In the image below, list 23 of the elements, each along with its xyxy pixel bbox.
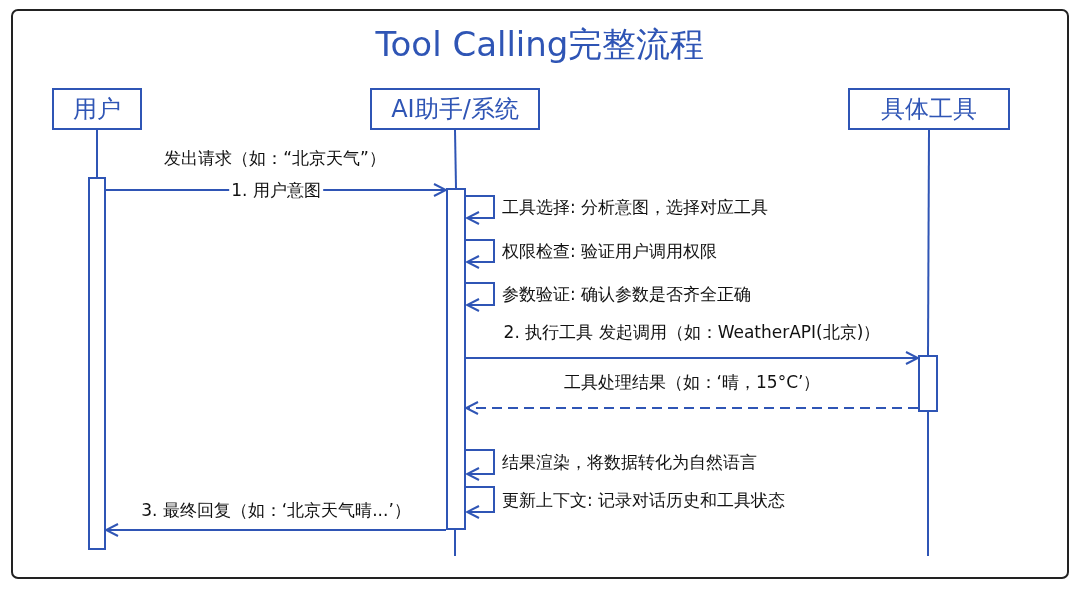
- message-arrow: [465, 401, 919, 415]
- activation-bar: [88, 177, 106, 550]
- participant-box: AI助手/系统: [370, 88, 540, 130]
- self-message-arrow: [465, 486, 495, 519]
- self-message-arrow: [465, 195, 495, 225]
- participant-box: 用户: [52, 88, 142, 130]
- self-message-arrow: [465, 282, 495, 312]
- edge-label: 权限检查: 验证用户调用权限: [500, 240, 720, 262]
- activation-bar: [918, 355, 938, 412]
- edge-label: 工具选择: 分析意图，选择对应工具: [500, 196, 771, 218]
- lifeline: [454, 129, 457, 189]
- activation-bar: [446, 188, 466, 530]
- edge-label: 1. 用户意图: [229, 179, 323, 201]
- edge-label: 结果渲染，将数据转化为自然语言: [500, 451, 759, 473]
- self-message-arrow: [465, 449, 495, 481]
- lifeline: [96, 129, 98, 178]
- message-arrow: [105, 523, 447, 537]
- lifeline: [927, 129, 930, 356]
- title: Tool Calling完整流程: [374, 23, 706, 66]
- message-arrow: [465, 351, 919, 365]
- self-message-arrow: [465, 239, 495, 269]
- participant-box: 具体工具: [848, 88, 1010, 130]
- edge-label: 更新上下文: 记录对话历史和工具状态: [500, 488, 788, 511]
